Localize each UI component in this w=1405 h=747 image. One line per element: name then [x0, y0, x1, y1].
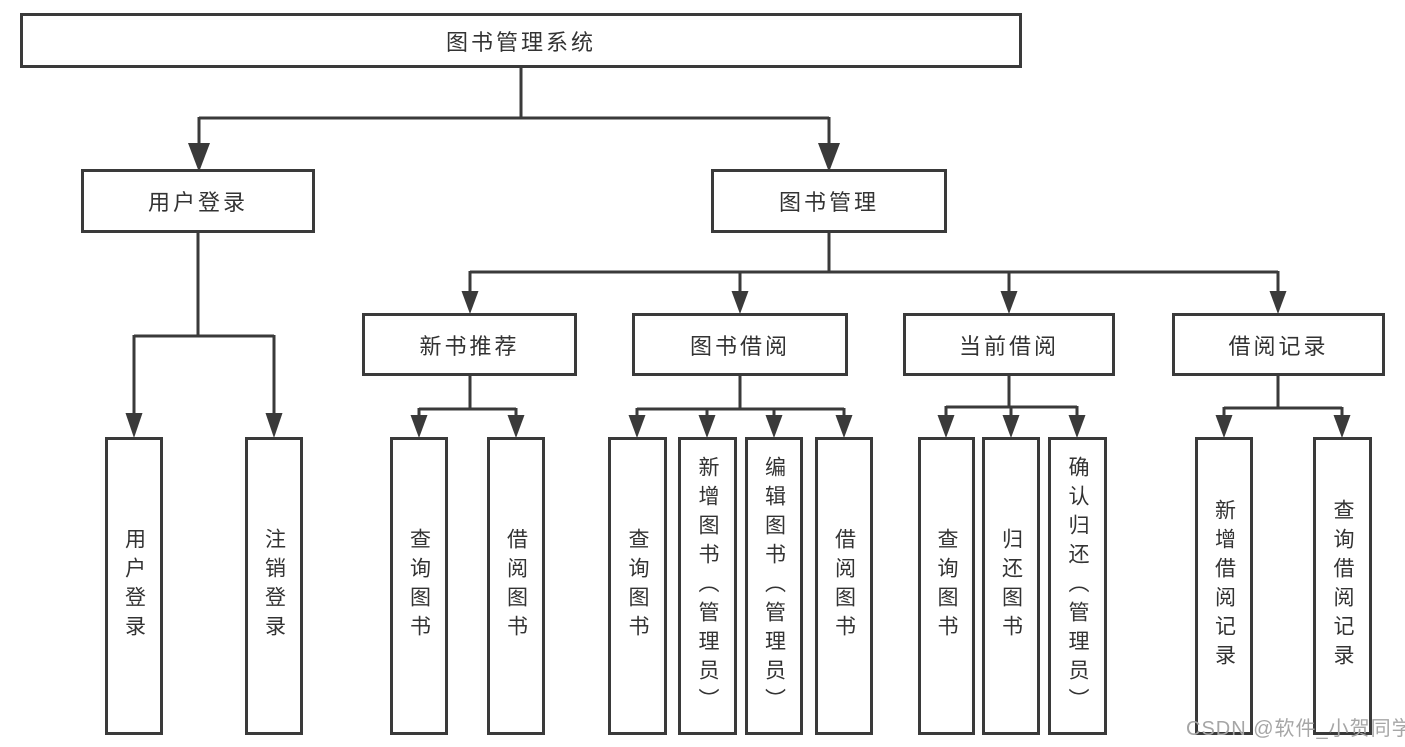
- leaf-query-books-current: 查询图书: [918, 437, 975, 735]
- leaf-return-books: 归还图书: [982, 437, 1040, 735]
- leaf-query-books-recommend: 查询图书: [390, 437, 448, 735]
- leaf-borrow-books-recommend: 借阅图书: [487, 437, 545, 735]
- connector-current-borrowing-children: [937, 376, 1086, 438]
- node-book-management: 图书管理: [711, 169, 947, 233]
- connector-new-book-children: [410, 376, 525, 438]
- leaf-add-book-admin: 新增图书（管理员）: [678, 437, 737, 735]
- leaf-add-borrow-record: 新增借阅记录: [1195, 437, 1253, 735]
- leaf-confirm-return-admin: 确认归还（管理员）: [1048, 437, 1107, 735]
- leaf-query-borrow-record: 查询借阅记录: [1313, 437, 1372, 735]
- leaf-edit-book-admin: 编辑图书（管理员）: [745, 437, 803, 735]
- leaf-borrow-books-borrowing: 借阅图书: [815, 437, 873, 735]
- node-new-book-recommendation: 新书推荐: [362, 313, 577, 376]
- node-book-borrowing: 图书借阅: [632, 313, 848, 376]
- connector-borrowing-records-children: [1215, 376, 1351, 438]
- node-current-borrowing: 当前借阅: [903, 313, 1115, 376]
- node-borrowing-records: 借阅记录: [1172, 313, 1385, 376]
- leaf-logout: 注销登录: [245, 437, 303, 735]
- watermark: CSDN @软件_小贺同学: [1186, 718, 1405, 740]
- leaf-user-login: 用户登录: [105, 437, 163, 735]
- connector-book-borrowing-children: [628, 376, 853, 438]
- leaf-query-books-borrowing: 查询图书: [608, 437, 667, 735]
- node-library-system: 图书管理系统: [20, 13, 1022, 68]
- connector-user-login-children: [125, 233, 283, 438]
- node-user-login: 用户登录: [81, 169, 315, 233]
- connector-root-to-level2: [188, 68, 840, 172]
- connector-book-management-children: [461, 233, 1287, 314]
